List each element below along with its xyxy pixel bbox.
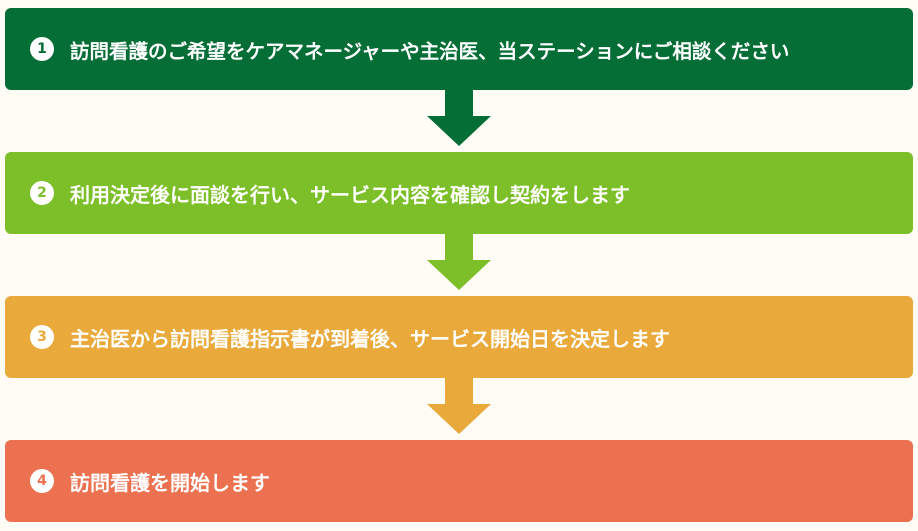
step-1-text: 訪問看護のご希望をケアマネージャーや主治医、当ステーションにご相談ください — [70, 39, 790, 63]
step-3-box: 3 主治医から訪問看護指示書が到着後、サービス開始日を決定します — [5, 296, 913, 378]
step-1-box: 1 訪問看護のご希望をケアマネージャーや主治医、当ステーションにご相談ください — [5, 8, 913, 90]
step-3-number-badge: 3 — [30, 325, 54, 349]
step-4-number-badge: 4 — [30, 469, 54, 493]
step-4-box: 4 訪問看護を開始します — [5, 440, 913, 522]
step-2-text: 利用決定後に面談を行い、サービス内容を確認し契約をします — [70, 182, 630, 207]
step-2-box: 2 利用決定後に面談を行い、サービス内容を確認し契約をします — [5, 152, 913, 234]
step-4-text: 訪問看護を開始します — [70, 470, 270, 495]
down-arrow-icon — [427, 234, 491, 290]
step-1-number-badge: 1 — [30, 37, 54, 61]
step-3-text: 主治医から訪問看護指示書が到着後、サービス開始日を決定します — [70, 326, 670, 351]
down-arrow-icon — [427, 90, 491, 146]
down-arrow-icon — [427, 378, 491, 434]
step-2-number-badge: 2 — [30, 181, 54, 205]
